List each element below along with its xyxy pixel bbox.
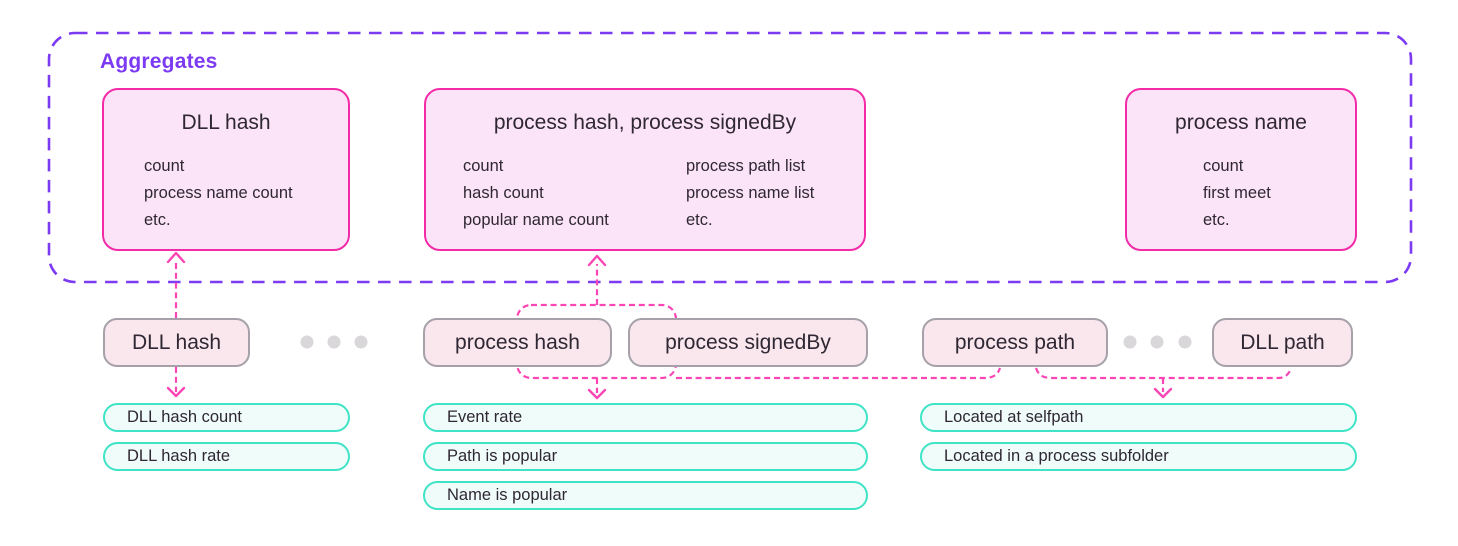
pill-label: process hash [455,330,580,354]
finding-label: DLL hash count [127,408,242,426]
pill-label: process path [954,330,1076,354]
finding-located-in-process-subfolder: Located in a process subfolder [920,442,1357,471]
finding-label: Name is popular [447,486,568,504]
attribute-pill-process-signedby: process signedBy [628,318,868,367]
finding-label: Event rate [447,408,523,426]
finding-event-rate: Event rate [423,403,868,432]
finding-label: Located in a process subfolder [944,447,1169,465]
attribute-pill-process-path: process path [922,318,1108,367]
finding-label: Located at selfpath [944,408,1084,426]
finding-dll-hash-rate: DLL hash rate [103,442,350,471]
finding-located-at-selfpath: Located at selfpath [920,403,1357,432]
finding-dll-hash-count: DLL hash count [103,403,350,432]
attribute-pill-dll-path: DLL path [1212,318,1353,367]
finding-path-is-popular: Path is popular [423,442,868,471]
pill-label: process signedBy [665,330,831,354]
finding-label: DLL hash rate [127,447,231,465]
pill-label: DLL path [1240,330,1325,354]
attribute-pill-dll-hash: DLL hash [103,318,250,367]
finding-label: Path is popular [447,447,558,465]
pill-label: DLL hash [131,330,222,354]
finding-name-is-popular: Name is popular [423,481,868,510]
attribute-pill-process-hash: process hash [423,318,612,367]
